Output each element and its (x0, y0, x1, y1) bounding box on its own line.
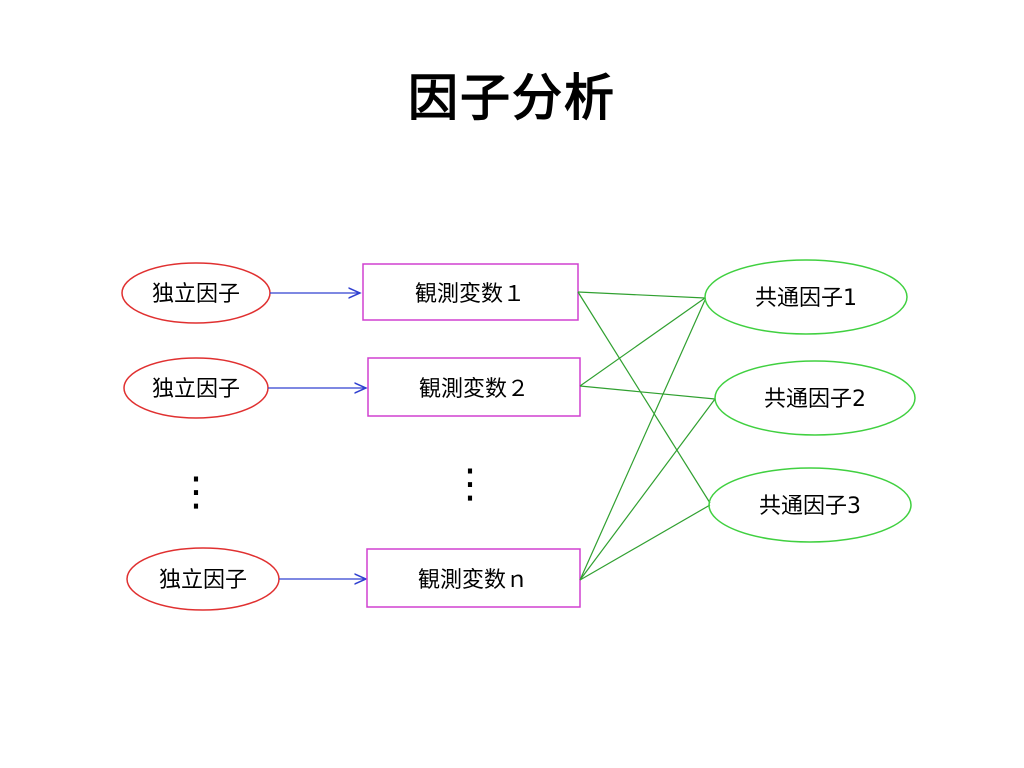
observed-variable-n: 観測変数ｎ (366, 548, 581, 608)
independent-factor-1: 独立因子 (121, 262, 271, 324)
common-factor-1: 共通因子1 (704, 259, 908, 335)
common-factor-2: 共通因子2 (714, 360, 916, 436)
independent-factor-2-label: 独立因子 (152, 377, 240, 402)
independent-factor-n-label: 独立因子 (159, 568, 247, 593)
observed-variable-2-label: 観測変数２ (419, 377, 529, 402)
observed-variable-1-label: 観測変数１ (415, 282, 525, 307)
loading-line-1-3 (577, 291, 711, 504)
observed-variable-1: 観測変数１ (362, 263, 579, 321)
loading-line-2-1 (579, 297, 706, 387)
common-factor-1-label: 共通因子1 (755, 286, 857, 311)
page-title: 因子分析 (408, 69, 616, 127)
loading-line-n-2 (579, 398, 716, 581)
common-factor-2-label: 共通因子2 (764, 387, 866, 412)
loading-line-n-3 (579, 504, 711, 581)
loading-line-2-2 (579, 385, 716, 400)
independent-factor-ellipsis: ⋮ (176, 469, 216, 515)
independent-factor-n: 独立因子 (126, 547, 280, 611)
independent-factor-2: 独立因子 (123, 357, 269, 419)
observed-variable-ellipsis: ⋮ (450, 461, 490, 507)
loading-lines (577, 291, 716, 581)
observed-variable-n-label: 観測変数ｎ (418, 568, 528, 593)
common-factor-3-label: 共通因子3 (759, 494, 861, 519)
common-factor-3: 共通因子3 (708, 467, 912, 543)
loading-line-1-1 (577, 291, 706, 299)
observed-variable-2: 観測変数２ (367, 357, 581, 417)
loading-line-n-1 (579, 299, 706, 581)
independent-factor-1-label: 独立因子 (152, 282, 240, 307)
